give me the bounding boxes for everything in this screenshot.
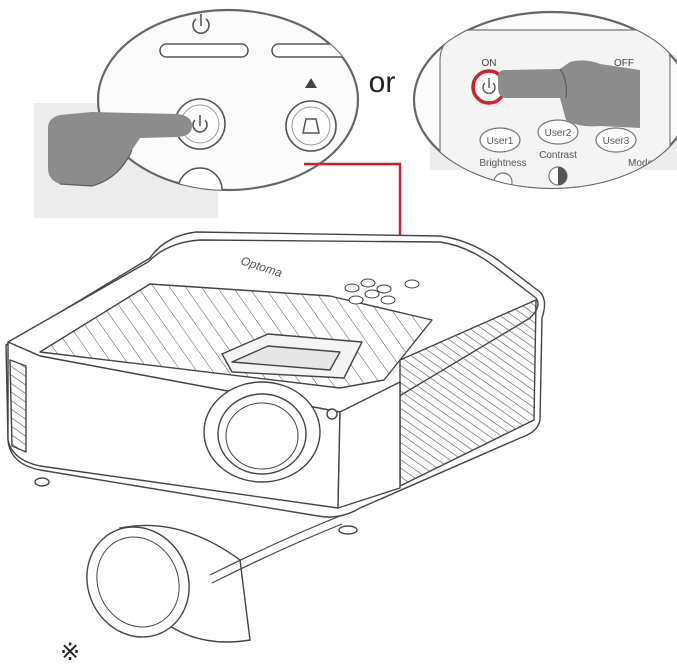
contrast-icon — [558, 167, 567, 185]
remote-user3-button[interactable] — [595, 127, 637, 153]
projector-lens-inner — [225, 402, 299, 470]
ir-sensor — [326, 408, 338, 420]
projector: Optoma — [5, 231, 546, 535]
brightness-button[interactable] — [493, 172, 513, 191]
remote-hand-pointer-icon — [498, 60, 640, 128]
projector-key[interactable] — [376, 284, 392, 294]
projector-top-panel — [39, 283, 433, 389]
projector-foot — [34, 477, 50, 487]
remote-user2-button[interactable] — [537, 119, 579, 145]
remote-user1-button[interactable] — [479, 127, 521, 153]
projector-key[interactable] — [364, 289, 380, 299]
remote-user3-label: User3 — [603, 136, 630, 147]
projector-key[interactable] — [348, 295, 364, 305]
lens-cap — [86, 515, 343, 643]
projector-key[interactable] — [380, 295, 396, 305]
lens-cap-inner — [96, 536, 180, 628]
projector-key[interactable] — [404, 279, 420, 289]
keypad-lower-button — [177, 167, 223, 190]
power-icon — [192, 115, 208, 133]
remote-mode-label: Mode — [628, 158, 653, 169]
projector-foot — [338, 525, 358, 535]
projector-key[interactable] — [344, 283, 360, 293]
remote-power-icon — [482, 78, 496, 95]
keypad-zoom-callout — [34, 8, 360, 218]
or-label: or — [369, 66, 396, 99]
projector-key[interactable] — [360, 278, 376, 288]
remote-zoom-callout: ON OFF User1 User2 User3 Brightness Cont… — [412, 10, 677, 191]
keypad-top-bar-right — [271, 43, 353, 58]
lens-shift-recess — [231, 345, 341, 371]
remote-off-label: OFF — [614, 58, 634, 69]
top-power-icon — [192, 14, 210, 34]
projector-front-corner — [337, 381, 401, 509]
lens-cap-strap — [209, 515, 341, 576]
remote-on-label: ON — [482, 58, 497, 69]
hand-pointer-icon — [48, 112, 192, 187]
note-symbol: ※ — [60, 639, 80, 666]
keystone-icon — [302, 118, 320, 134]
keypad-keystone-button[interactable] — [285, 100, 337, 152]
projector-keypad — [344, 278, 420, 305]
remote-brightness-label: Brightness — [479, 158, 526, 169]
up-arrow-icon — [305, 78, 317, 88]
remote-user2-label: User2 — [545, 128, 572, 139]
remote-user1-label: User1 — [487, 136, 514, 147]
projector-left-vent — [9, 359, 27, 453]
keypad-top-bar-left — [159, 43, 249, 58]
remote-contrast-label: Contrast — [539, 150, 577, 161]
